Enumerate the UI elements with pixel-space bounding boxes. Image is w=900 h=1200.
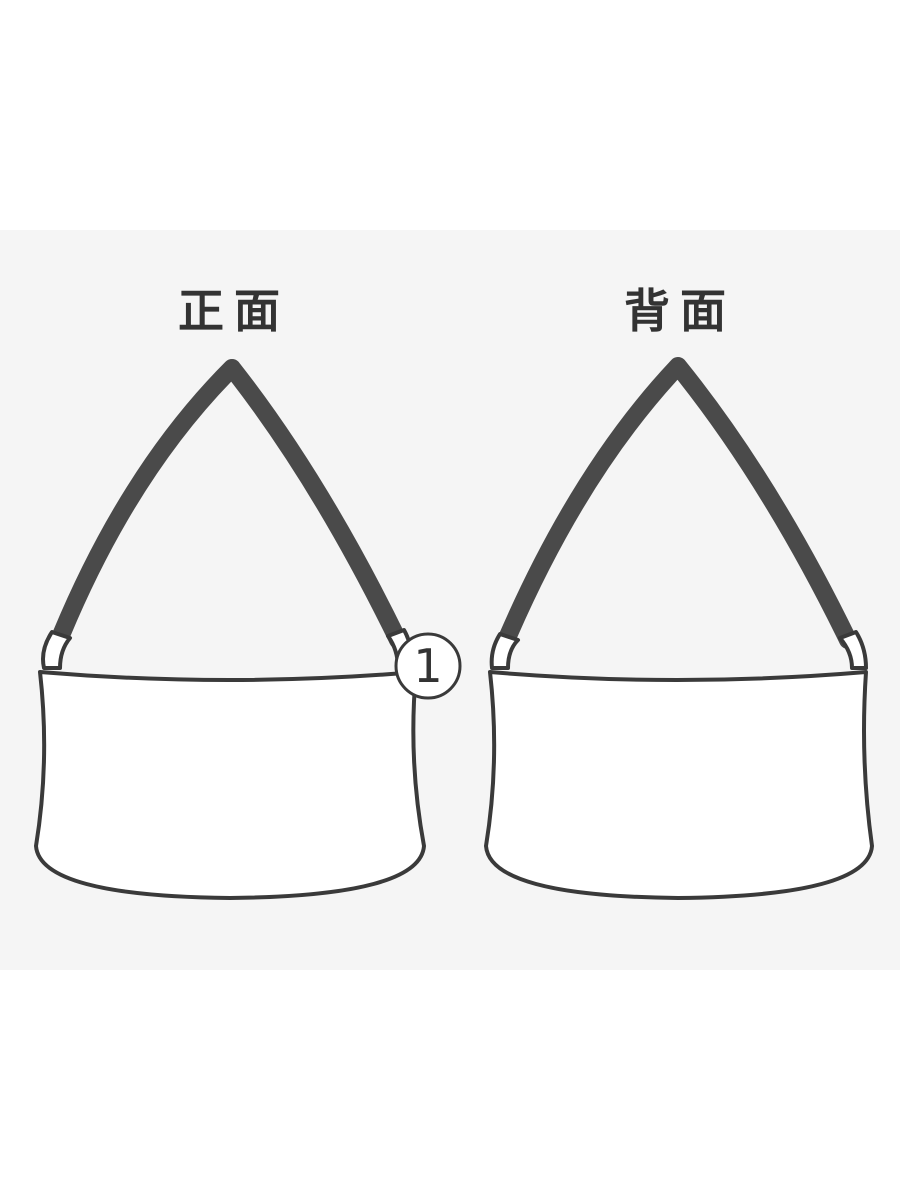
front-view-title: 正面 — [178, 284, 290, 338]
front-bag: 1 — [34, 359, 462, 900]
callout-label-1: 1 — [413, 639, 442, 693]
back-bag — [484, 357, 874, 900]
callout-marker-1: 1 — [394, 632, 462, 700]
front-strap — [53, 359, 407, 649]
back-bag-body — [484, 670, 874, 900]
front-left-strap-ring — [41, 630, 72, 670]
back-strap — [499, 357, 857, 649]
back-left-strap-ring — [489, 632, 520, 670]
back-right-strap-ring — [838, 630, 868, 670]
front-bag-body — [34, 670, 426, 900]
back-view-title: 背面 — [624, 284, 736, 338]
